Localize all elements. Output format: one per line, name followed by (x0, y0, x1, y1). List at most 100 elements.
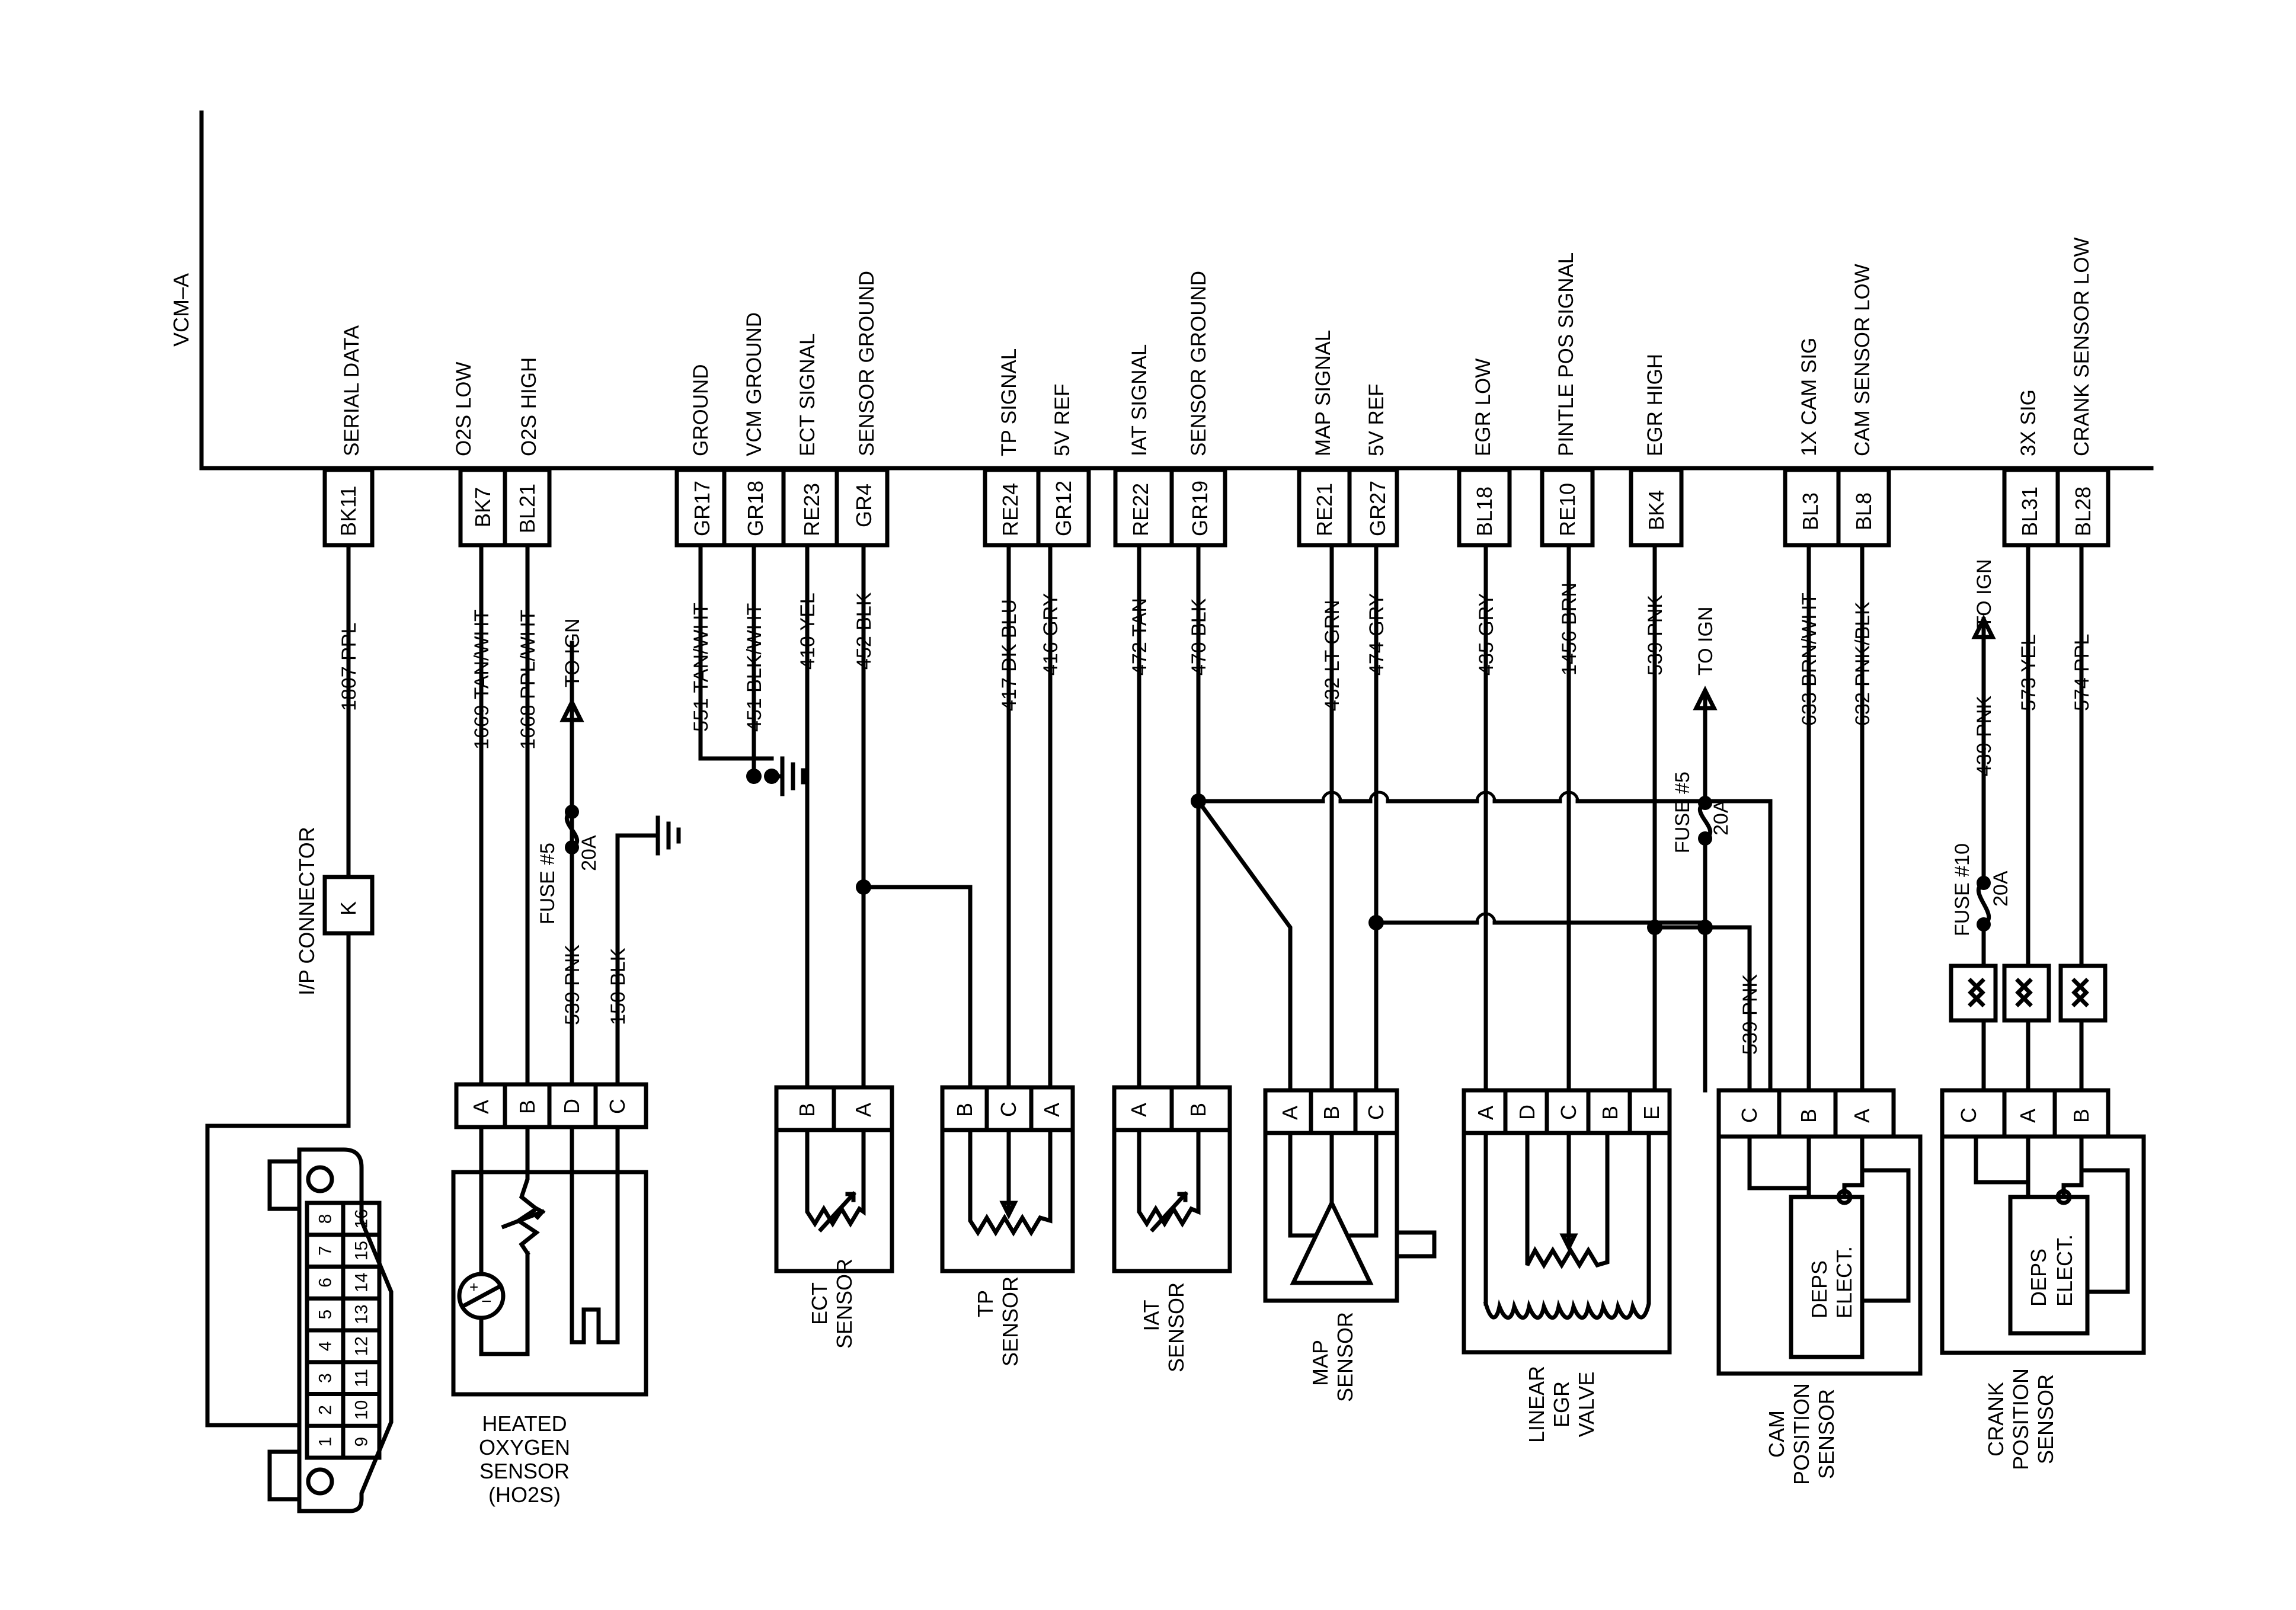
svg-text:MAP: MAP (1308, 1340, 1332, 1386)
thermistor-icon (1137, 1128, 1201, 1228)
wire-label: 539 PNK (1644, 595, 1667, 676)
splice (1368, 915, 1384, 930)
module-title: VCM–A (169, 273, 193, 347)
ip-connector: K I/P CONNECTOR (295, 827, 375, 996)
amplifier-icon (1290, 1198, 1374, 1285)
wire-label: 1456 BRN (1558, 582, 1581, 676)
svg-text:C: C (1556, 1105, 1581, 1120)
dlc-pin-label: 11 (352, 1369, 372, 1387)
dlc-pin-label: 5 (316, 1310, 335, 1320)
signal-label: O2S LOW (452, 362, 475, 456)
wire-label: 472 TAN (1128, 598, 1151, 676)
pin-label: BK4 (1644, 490, 1668, 530)
crank-deps-module (2008, 1195, 2090, 1336)
wire-label: FUSE #10 (1951, 843, 1974, 936)
pin-label: BL3 (1798, 492, 1822, 530)
wire-label: TO IGN (1973, 559, 1996, 629)
pin-label: BK7 (471, 487, 495, 527)
svg-text:SENSOR: SENSOR (1333, 1312, 1357, 1402)
dlc-pin-label: 15 (352, 1241, 372, 1260)
component-captions: HEATED OXYGEN SENSOR (HO2S) ECT SENSOR T… (479, 1259, 2058, 1507)
signal-label: IAT SIGNAL (1128, 344, 1151, 456)
wire-label: 451 BLK/WHT (743, 603, 766, 732)
wire-label: 432 LT GRN (1321, 600, 1344, 711)
wire-label: 573 YEL (2017, 634, 2040, 711)
wire-150 (615, 833, 660, 1087)
wire-label: 539 PNK (1739, 974, 1761, 1055)
wire-label: TO IGN (561, 619, 584, 688)
wire-serial-to-dlc (205, 931, 351, 1427)
iat-caption: IAT SENSOR (1139, 1282, 1188, 1372)
cam-caption: CAM POSITION SENSOR (1764, 1383, 1838, 1485)
dlc-pin-label: 16 (352, 1209, 372, 1228)
svg-text:C: C (1956, 1108, 1981, 1123)
wire-label: 1668 PPL/WHT (517, 610, 539, 750)
pintle-position-pot-icon (1525, 1131, 1610, 1269)
svg-text:IAT: IAT (1139, 1299, 1163, 1331)
potentiometer-icon (968, 1128, 1053, 1237)
svg-text:A: A (851, 1103, 875, 1117)
signal-label: 5V REF (1365, 383, 1388, 456)
svg-text:CRANK: CRANK (1984, 1382, 2008, 1457)
svg-text:K: K (336, 901, 360, 916)
egr-connector (1462, 1088, 1672, 1135)
fuse-icon (565, 805, 579, 854)
svg-text:B: B (515, 1100, 539, 1114)
heater-element-icon (570, 1125, 620, 1345)
svg-text:VALVE: VALVE (1574, 1372, 1598, 1438)
tp-sensor: B C A (940, 1085, 1075, 1273)
svg-text:A: A (1473, 1106, 1498, 1120)
dlc-pin-label: 3 (316, 1373, 335, 1383)
pin-boxes: BK11 BK7 BL21 GR17 GR18 RE23 GR4 RE24 GR… (322, 468, 2110, 548)
signal-label: GROUND (689, 364, 712, 456)
wire-label: TO IGN (1694, 607, 1717, 676)
signal-label: CAM SENSOR LOW (1851, 264, 1874, 456)
wire-label: 452 BLK (853, 592, 875, 670)
wire-label: 20A (578, 835, 600, 871)
signal-label: SENSOR GROUND (1187, 271, 1210, 456)
pin-label: BL21 (515, 484, 539, 533)
dlc-outline (297, 1147, 394, 1513)
svg-text:ECT: ECT (807, 1282, 832, 1325)
pin-label: BK11 (336, 486, 360, 536)
crank-harness-connectors (1949, 964, 2108, 1023)
vacuum-port-icon (1395, 1230, 1437, 1259)
dlc-mount-hole (306, 1467, 334, 1496)
ground-icon (655, 815, 681, 856)
ho2s-caption: HEATED OXYGEN SENSOR (HO2S) (479, 1411, 570, 1507)
wire-label: 551 TAN/WHT (690, 603, 712, 732)
cam-deps-module (1789, 1195, 1865, 1359)
thermistor-icon (805, 1128, 866, 1228)
signal-label: PINTLE POS SIGNAL (1555, 252, 1578, 456)
pin-label: GR19 (1188, 481, 1212, 536)
svg-text:CAM: CAM (1764, 1410, 1789, 1458)
svg-text:+: + (469, 1278, 478, 1296)
dlc-pin-label: 8 (316, 1214, 335, 1224)
dlc-pin-label: 7 (316, 1246, 335, 1256)
wire-label: 1807 PPL (338, 623, 360, 711)
svg-text:ELECT.: ELECT. (1832, 1246, 1856, 1318)
svg-text:DEPS: DEPS (1807, 1260, 1831, 1318)
wire-label: 435 GRY (1475, 593, 1498, 676)
signal-label: CRANK SENSOR LOW (2070, 238, 2093, 457)
signal-label: 1X CAM SIG (1798, 338, 1821, 456)
wires (205, 543, 2084, 1427)
fuses (565, 796, 1991, 932)
solenoid-coil-icon (1483, 1131, 1651, 1320)
svg-text:TP: TP (973, 1290, 997, 1317)
svg-text:C: C (1364, 1105, 1388, 1120)
o2-sensing-cell-icon (457, 1272, 506, 1320)
wire-551 (698, 543, 774, 761)
signal-label: ECT SIGNAL (796, 334, 819, 456)
svg-text:B: B (1319, 1106, 1344, 1120)
svg-text:D: D (559, 1099, 584, 1114)
splices (746, 769, 1713, 935)
signal-label: SENSOR GROUND (855, 271, 878, 456)
ect-sensor: B A (774, 1085, 894, 1273)
svg-text:B: B (952, 1103, 977, 1117)
wire-label: 1669 TAN/WHT (471, 609, 493, 750)
pin-box (1629, 468, 1684, 548)
wire-label: 410 YEL (797, 593, 819, 670)
wire-label: 20A (1990, 870, 2012, 907)
pin-label: RE24 (998, 483, 1022, 536)
